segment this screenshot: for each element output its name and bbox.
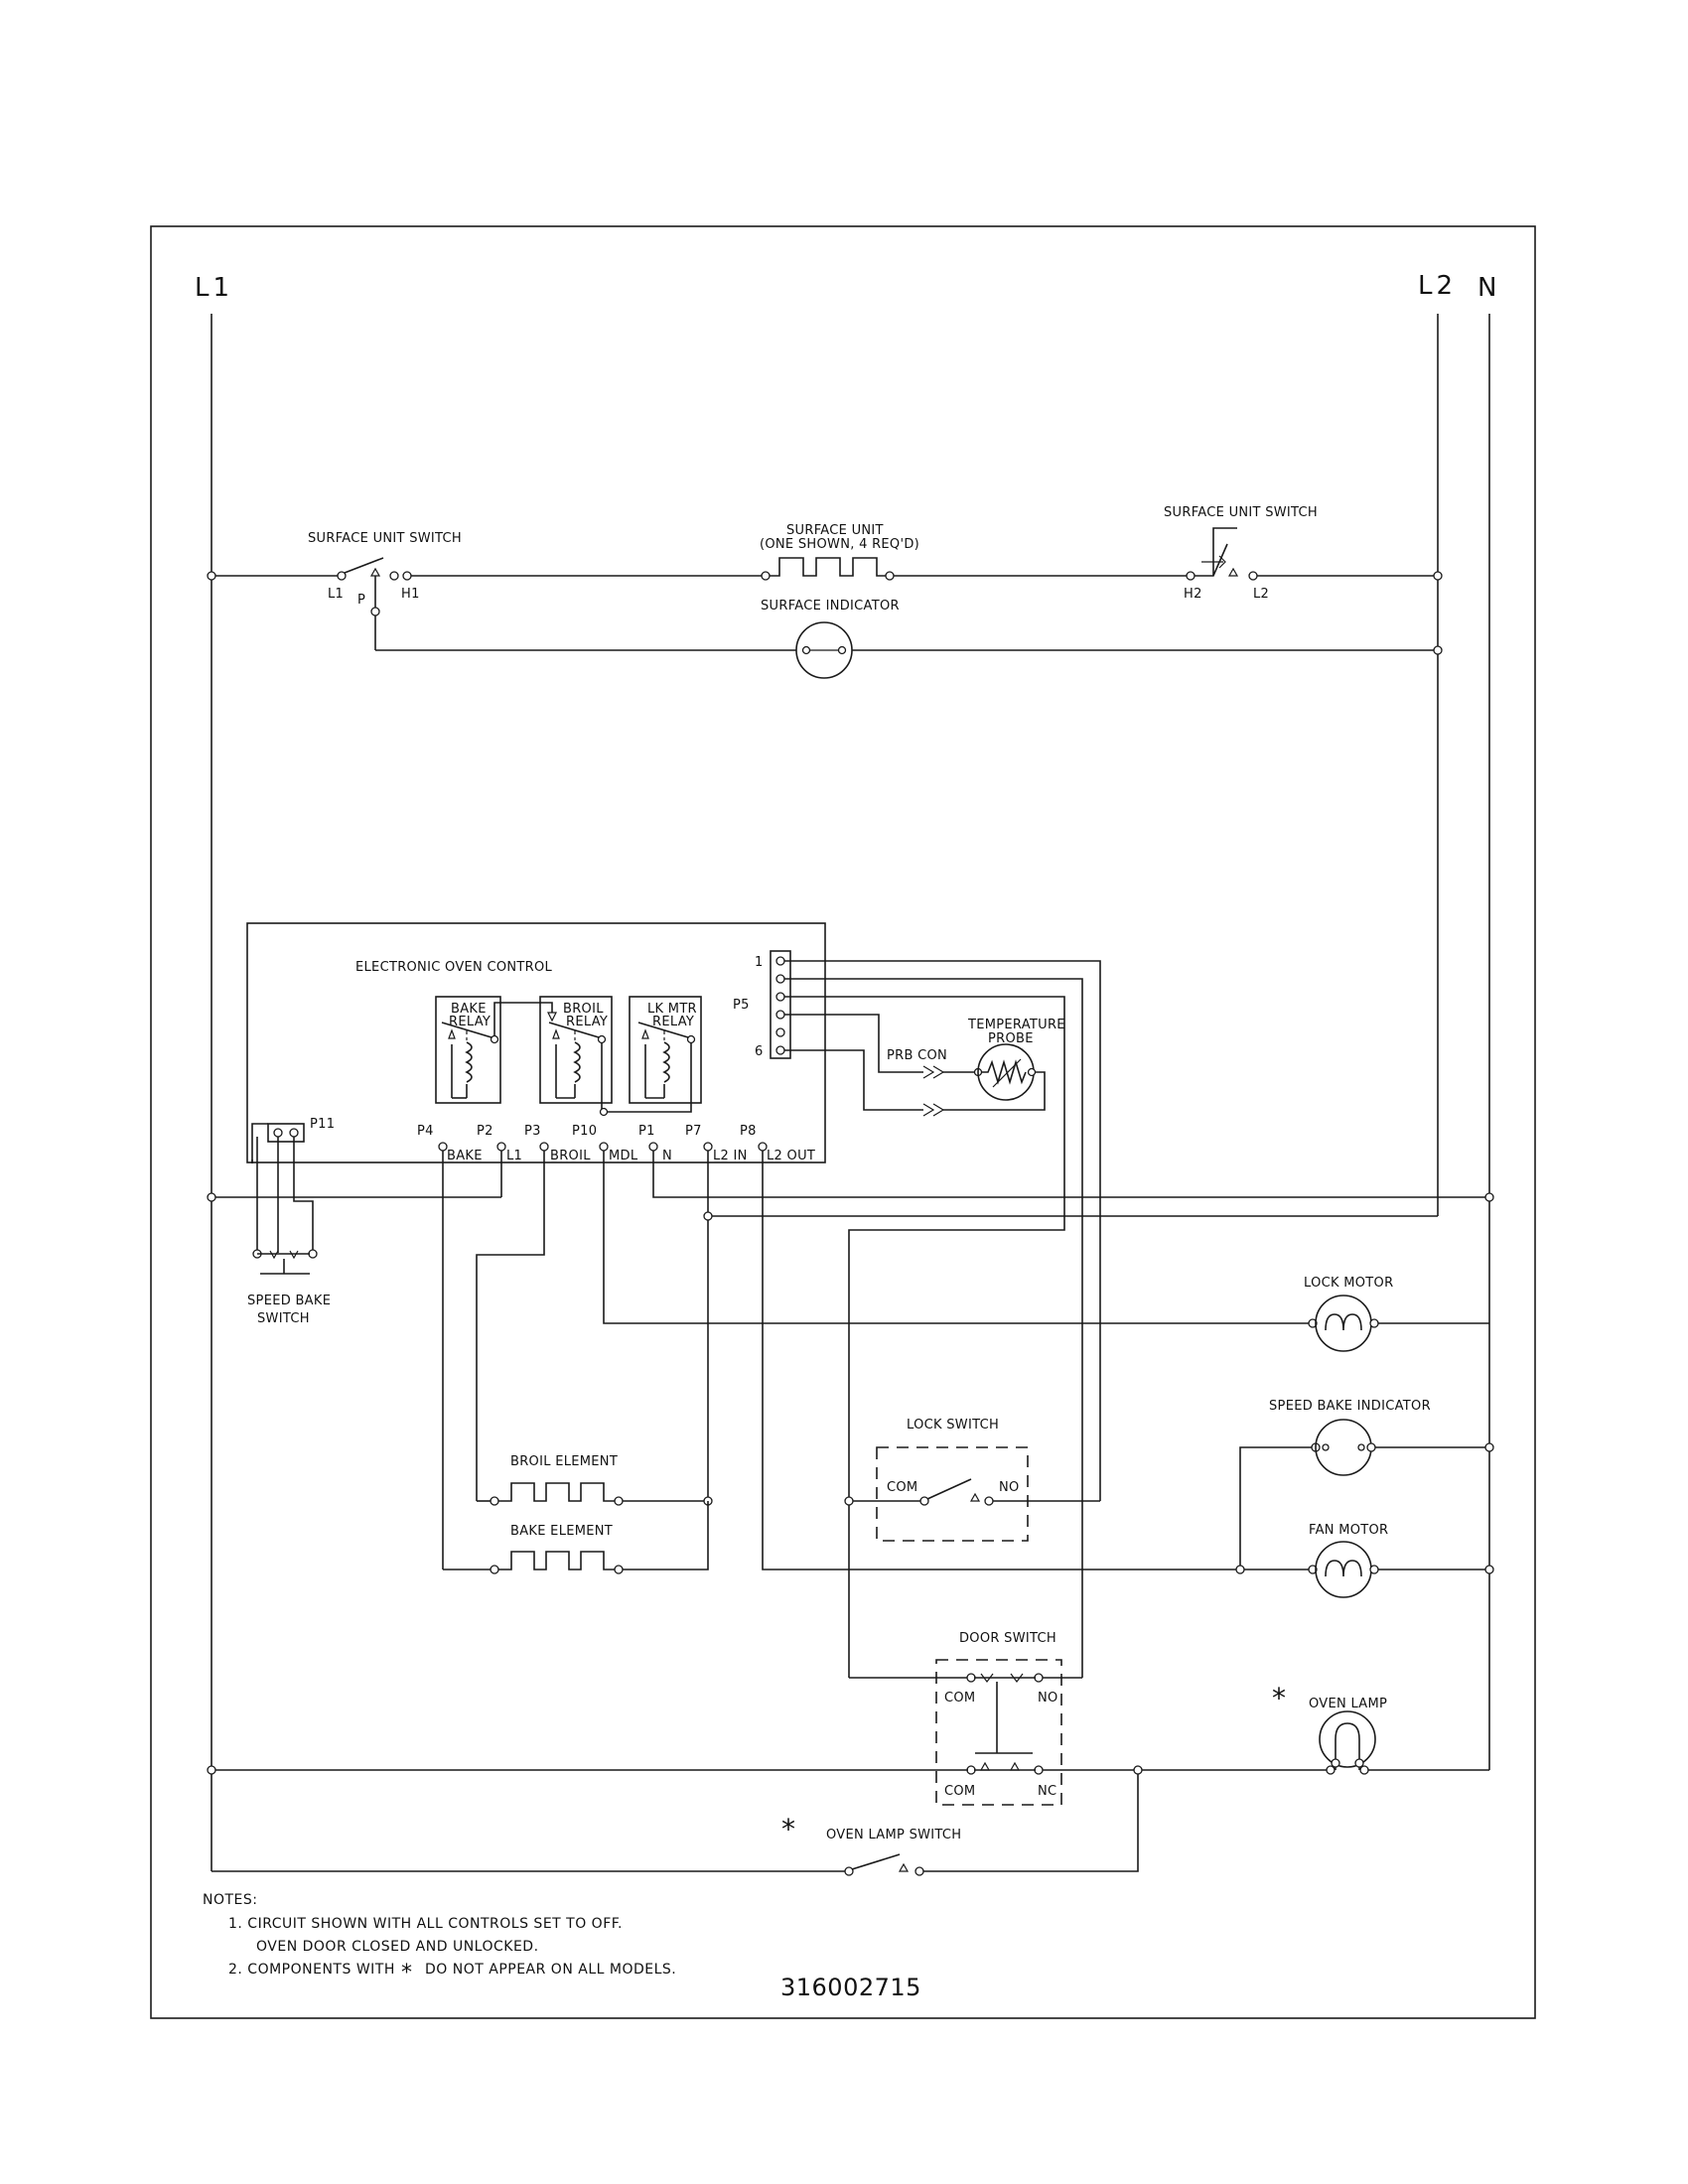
term-l2out-label: L2 OUT [767, 1149, 815, 1163]
note-1b: OVEN DOOR CLOSED AND UNLOCKED. [256, 1939, 539, 1955]
line-l2-label: L2 [1418, 271, 1457, 301]
probe-label-2: PROBE [988, 1031, 1034, 1046]
surface-unit-circuit [207, 527, 1443, 679]
note-2a: 2. COMPONENTS WITH [228, 1962, 395, 1978]
door-switch-com1-label: COM [944, 1691, 975, 1706]
pin-p4-label: P4 [417, 1124, 434, 1139]
door-switch-nc-label: NC [1038, 1784, 1056, 1799]
term-l1-label: L1 [506, 1149, 522, 1163]
surface-unit-title: SURFACE UNIT [786, 523, 884, 538]
control-pins [438, 1142, 768, 1152]
distribution-wiring [207, 960, 1494, 1678]
broil-element [477, 1482, 713, 1506]
p5-connector [770, 950, 791, 1059]
oven-lamp-switch-asterisk: * [781, 1813, 795, 1845]
terminal-p-label: P [357, 593, 365, 608]
oven-control-title: ELECTRONIC OVEN CONTROL [355, 960, 553, 975]
lock-switch [844, 1446, 1100, 1542]
lk-relay-label-1: LK MTR [647, 1002, 697, 1017]
bake-element [443, 1501, 709, 1574]
term-broil-label: BROIL [550, 1149, 591, 1163]
speed-bake-indicator [1239, 1419, 1494, 1570]
speed-bake-indicator-label: SPEED BAKE INDICATOR [1269, 1399, 1431, 1414]
oven-lamp-switch [211, 1774, 1139, 1876]
pin-p2-label: P2 [477, 1124, 493, 1139]
oven-control-box [246, 922, 826, 1163]
speed-bake-switch [251, 1123, 318, 1275]
surface-indicator-label: SURFACE INDICATOR [761, 599, 900, 614]
speed-bake-switch-label-2: SWITCH [257, 1311, 310, 1326]
lock-switch-no-label: NO [999, 1480, 1020, 1495]
surface-switch-left-label: SURFACE UNIT SWITCH [308, 531, 462, 546]
broil-relay-label-2: RELAY [566, 1015, 608, 1029]
line-l1-label: L1 [195, 273, 233, 303]
terminal-l2-label: L2 [1253, 587, 1269, 602]
lock-motor-label: LOCK MOTOR [1304, 1276, 1393, 1291]
bake-relay-label-2: RELAY [449, 1015, 491, 1029]
terminal-h1-label: H1 [401, 587, 420, 602]
p5-pin6-label: 6 [755, 1044, 764, 1059]
probe-label-1: TEMPERATURE [967, 1018, 1065, 1032]
door-switch-no-label: NO [1038, 1691, 1058, 1706]
pin-p7-label: P7 [685, 1124, 702, 1139]
bake-relay-label-1: BAKE [451, 1002, 487, 1017]
lock-motor [1308, 1295, 1489, 1352]
door-switch-label: DOOR SWITCH [959, 1631, 1056, 1646]
term-mdl-label: MDL [609, 1149, 638, 1163]
pin-p1-label: P1 [638, 1124, 655, 1139]
line-n-label: N [1477, 273, 1500, 303]
door-switch [207, 1659, 1331, 1806]
p5-pin1-label: 1 [755, 955, 764, 970]
lock-switch-com-label: COM [887, 1480, 917, 1495]
term-n-label: N [662, 1149, 672, 1163]
oven-lamp-label: OVEN LAMP [1309, 1697, 1387, 1711]
p11-label: P11 [310, 1117, 335, 1132]
fan-motor [1235, 1541, 1494, 1598]
bake-element-label: BAKE ELEMENT [510, 1524, 613, 1539]
lock-switch-label: LOCK SWITCH [907, 1418, 999, 1433]
oven-lamp [1319, 1710, 1489, 1775]
term-l2in-label: L2 IN [713, 1149, 748, 1163]
broil-element-label: BROIL ELEMENT [510, 1454, 618, 1469]
pin-p8-label: P8 [740, 1124, 757, 1139]
fan-motor-label: FAN MOTOR [1309, 1523, 1388, 1538]
term-bake-label: BAKE [447, 1149, 483, 1163]
notes-title: NOTES: [203, 1892, 258, 1908]
pin-p10-label: P10 [572, 1124, 597, 1139]
prb-con-label: PRB CON [887, 1048, 947, 1063]
p5-label: P5 [733, 998, 750, 1013]
part-number: 316002715 [780, 1974, 921, 2001]
lk-relay-label-2: RELAY [652, 1015, 694, 1029]
terminal-h2-label: H2 [1184, 587, 1202, 602]
relays [435, 996, 702, 1117]
surface-unit-subtitle: (ONE SHOWN, 4 REQ'D) [760, 537, 919, 552]
temperature-probe [784, 1014, 1046, 1117]
pin-p3-label: P3 [524, 1124, 541, 1139]
oven-lamp-switch-label: OVEN LAMP SWITCH [826, 1828, 961, 1843]
terminal-l1-label: L1 [328, 587, 344, 602]
note-2b: DO NOT APPEAR ON ALL MODELS. [425, 1962, 676, 1978]
note-1a: 1. CIRCUIT SHOWN WITH ALL CONTROLS SET T… [228, 1916, 623, 1932]
note-2-asterisk: * [401, 1961, 412, 1985]
diagram-frame [150, 225, 1536, 2019]
broil-relay-label-1: BROIL [563, 1002, 604, 1017]
door-switch-com2-label: COM [944, 1784, 975, 1799]
surface-switch-right-label: SURFACE UNIT SWITCH [1164, 505, 1318, 520]
speed-bake-switch-label-1: SPEED BAKE [247, 1294, 331, 1308]
oven-lamp-asterisk: * [1272, 1682, 1286, 1714]
